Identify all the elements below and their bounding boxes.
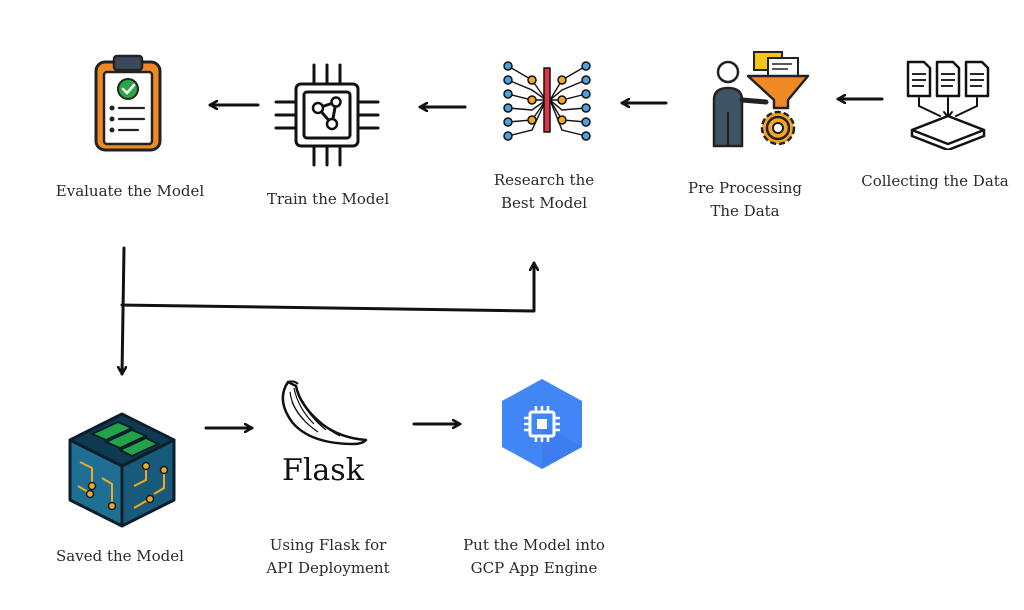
label-evaluate-line1: Evaluate the Model [55, 182, 205, 200]
label-train-model: Train the Model [248, 188, 408, 211]
label-preprocess-line2: The Data [710, 202, 780, 220]
label-gcp-app-engine: Put the Model into GCP App Engine [444, 534, 624, 580]
circuit-cube-icon [68, 412, 176, 528]
clipboard-checklist-icon [94, 54, 162, 152]
neural-network-icon [503, 61, 591, 141]
flask-logo-icon: Flask [270, 378, 380, 488]
arrow-loop-back-to-research [120, 261, 534, 313]
label-preprocess-line1: Pre Processing [688, 179, 802, 197]
label-flask-deployment: Using Flask for API Deployment [248, 534, 408, 580]
label-collect-line1: Collecting the Data [861, 172, 1009, 190]
label-gcp-line1: Put the Model into [463, 536, 605, 554]
label-saved-model: Saved the Model [40, 545, 200, 568]
arrow-evaluate-down-to-saved [122, 246, 124, 376]
label-research-line2: Best Model [500, 194, 588, 212]
documents-to-tray-icon [906, 60, 990, 150]
label-evaluate-model: Evaluate the Model [40, 180, 220, 203]
ai-chip-icon [274, 63, 380, 167]
label-gcp-line2: GCP App Engine [470, 559, 598, 577]
label-flask-line1: Using Flask for [269, 536, 387, 554]
label-research-line1: Research the [493, 171, 595, 189]
flask-horn-icon [281, 380, 368, 446]
label-collecting-data: Collecting the Data [850, 170, 1020, 193]
flask-logo-text: Flask [282, 453, 364, 488]
label-saved-line1: Saved the Model [56, 547, 184, 565]
label-research-model: Research the Best Model [466, 169, 622, 215]
label-train-line1: Train the Model [266, 190, 390, 208]
label-preprocess-data: Pre Processing The Data [670, 177, 820, 223]
gcp-app-engine-icon [502, 379, 582, 469]
person-funnel-gear-icon [712, 51, 810, 148]
label-flask-line2: API Deployment [266, 559, 390, 577]
